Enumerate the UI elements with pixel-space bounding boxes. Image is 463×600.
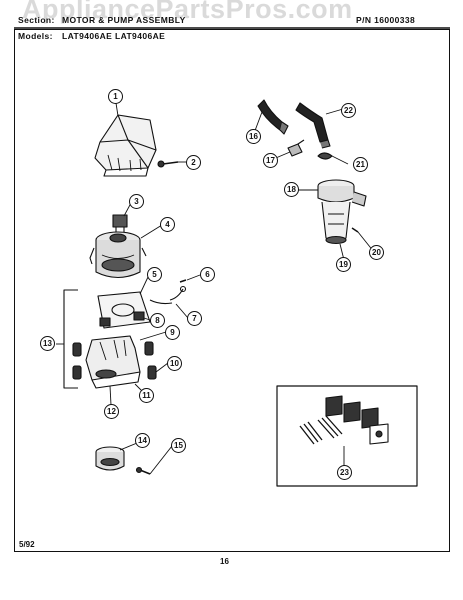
callout-15: 15 — [171, 438, 186, 453]
diagram-frame — [14, 29, 450, 552]
pump-housing-part — [85, 335, 141, 389]
drain-hose-part — [257, 99, 289, 135]
callout-18: 18 — [284, 182, 299, 197]
callout-2: 2 — [186, 155, 201, 170]
revision-date: 5/92 — [19, 540, 35, 549]
callout-20: 20 — [369, 245, 384, 260]
leader-lines — [56, 102, 375, 475]
parts-kit-box — [276, 385, 418, 487]
callout-19: 19 — [336, 257, 351, 272]
callout-14: 14 — [135, 433, 150, 448]
pump-assembly-part — [317, 179, 367, 245]
pulley-part — [95, 446, 125, 471]
callout-5: 5 — [147, 267, 162, 282]
callout-4: 4 — [160, 217, 175, 232]
hose-elbow-part — [295, 102, 331, 149]
callout-22: 22 — [341, 103, 356, 118]
callout-23: 23 — [337, 465, 352, 480]
callout-17: 17 — [263, 153, 278, 168]
callout-10: 10 — [167, 356, 182, 371]
motor-shaft-part — [112, 214, 128, 240]
callout-12: 12 — [104, 404, 119, 419]
callout-8: 8 — [150, 313, 165, 328]
callout-21: 21 — [353, 157, 368, 172]
section-label: Section: — [18, 15, 55, 25]
callout-16: 16 — [246, 129, 261, 144]
section-title: MOTOR & PUMP ASSEMBLY — [62, 15, 186, 25]
callout-9: 9 — [165, 325, 180, 340]
callout-7: 7 — [187, 311, 202, 326]
callout-13: 13 — [40, 336, 55, 351]
callout-6: 6 — [200, 267, 215, 282]
motor-part — [89, 231, 147, 279]
motor-cover-part — [94, 114, 157, 177]
base-plate-part — [97, 291, 151, 329]
models-label: Models: — [18, 31, 53, 41]
screw-part — [157, 160, 179, 168]
part-number: P/N 16000338 — [356, 15, 416, 25]
spring-clip-part — [317, 152, 333, 160]
callout-11: 11 — [139, 388, 154, 403]
models-value: LAT9406AE LAT9406AE — [62, 31, 166, 41]
parts-kit-mounts — [299, 395, 389, 445]
callout-3: 3 — [129, 194, 144, 209]
group-bracket — [63, 289, 78, 389]
page-number: 16 — [220, 557, 229, 566]
set-screw-part — [135, 466, 151, 475]
valve-fitting-part — [287, 139, 305, 157]
rubber-mount-part — [72, 341, 157, 380]
clip-part — [149, 279, 187, 305]
callout-1: 1 — [108, 89, 123, 104]
